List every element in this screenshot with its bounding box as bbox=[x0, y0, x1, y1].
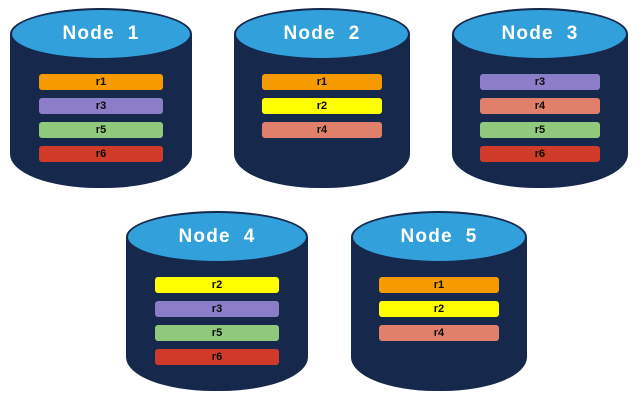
replica-row-r5[interactable]: r5 bbox=[155, 325, 279, 341]
replica-row-r1[interactable]: r1 bbox=[262, 74, 382, 90]
replica-row-r1[interactable]: r1 bbox=[379, 277, 499, 293]
replica-row-r3[interactable]: r3 bbox=[155, 301, 279, 317]
replica-row-r2[interactable]: r2 bbox=[155, 277, 279, 293]
database-node-4[interactable]: Node 4 r2 r3 r5 r6 bbox=[126, 211, 308, 391]
replica-row-r4[interactable]: r4 bbox=[262, 122, 382, 138]
replica-row-r5[interactable]: r5 bbox=[39, 122, 163, 138]
replica-row-r5[interactable]: r5 bbox=[480, 122, 600, 138]
database-node-3[interactable]: Node 3 r3 r4 r5 r6 bbox=[452, 8, 628, 188]
cylinder-top-ellipse bbox=[452, 8, 628, 60]
cylinder-top-ellipse bbox=[126, 211, 308, 263]
node-label: Node 3 bbox=[501, 23, 579, 44]
replica-row-r6[interactable]: r6 bbox=[39, 146, 163, 162]
node-label: Node 1 bbox=[62, 23, 140, 44]
replica-row-list: r3 r4 r5 r6 bbox=[452, 74, 628, 162]
node-label: Node 4 bbox=[178, 226, 256, 247]
replica-row-r1[interactable]: r1 bbox=[39, 74, 163, 90]
cylinder-top-ellipse bbox=[351, 211, 527, 263]
replica-row-list: r2 r3 r5 r6 bbox=[126, 277, 308, 365]
cylinder-top-ellipse bbox=[234, 8, 410, 60]
replica-row-r3[interactable]: r3 bbox=[480, 74, 600, 90]
node-label: Node 2 bbox=[283, 23, 361, 44]
replica-row-r4[interactable]: r4 bbox=[379, 325, 499, 341]
database-node-2[interactable]: Node 2 r1 r2 r4 bbox=[234, 8, 410, 188]
replica-row-r6[interactable]: r6 bbox=[480, 146, 600, 162]
database-node-1[interactable]: Node 1 r1 r3 r5 r6 bbox=[10, 8, 192, 188]
replica-row-r2[interactable]: r2 bbox=[262, 98, 382, 114]
cylinder-top-ellipse bbox=[10, 8, 192, 60]
database-node-5[interactable]: Node 5 r1 r2 r4 bbox=[351, 211, 527, 391]
replica-row-list: r1 r2 r4 bbox=[234, 74, 410, 138]
replica-row-list: r1 r3 r5 r6 bbox=[10, 74, 192, 162]
replica-row-r4[interactable]: r4 bbox=[480, 98, 600, 114]
replica-row-list: r1 r2 r4 bbox=[351, 277, 527, 341]
replica-row-r3[interactable]: r3 bbox=[39, 98, 163, 114]
replica-row-r6[interactable]: r6 bbox=[155, 349, 279, 365]
node-label: Node 5 bbox=[400, 226, 478, 247]
replica-row-r2[interactable]: r2 bbox=[379, 301, 499, 317]
